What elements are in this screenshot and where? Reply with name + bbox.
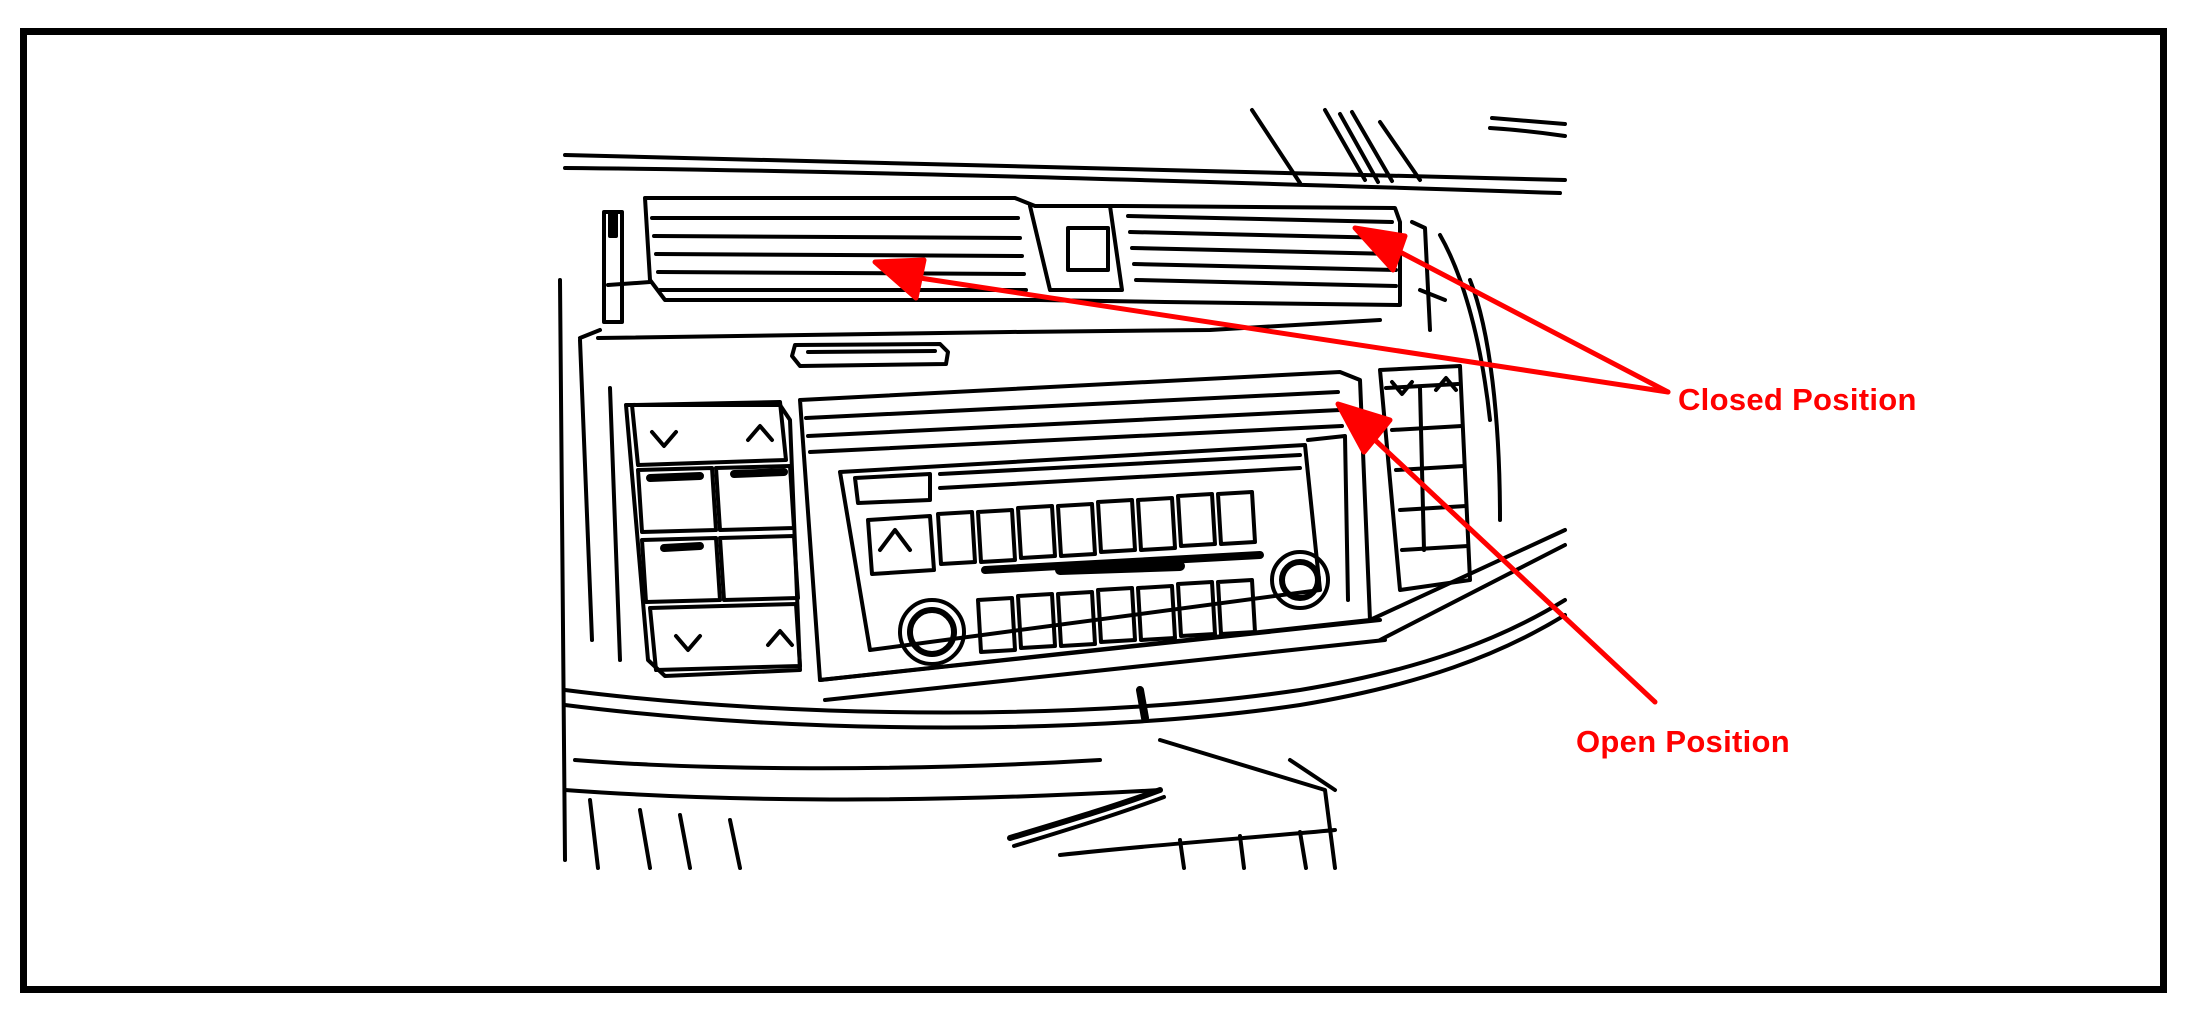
dashboard-line-art [558, 108, 1567, 870]
closed-position-label: Closed Position [1678, 382, 1917, 417]
arrowhead-faceplate [1335, 401, 1393, 455]
arrowhead-right-vent [1352, 225, 1408, 273]
callout-arrows [872, 225, 1671, 705]
open-position-label: Open Position [1576, 724, 1791, 759]
arrowhead-left-vent [872, 257, 927, 301]
